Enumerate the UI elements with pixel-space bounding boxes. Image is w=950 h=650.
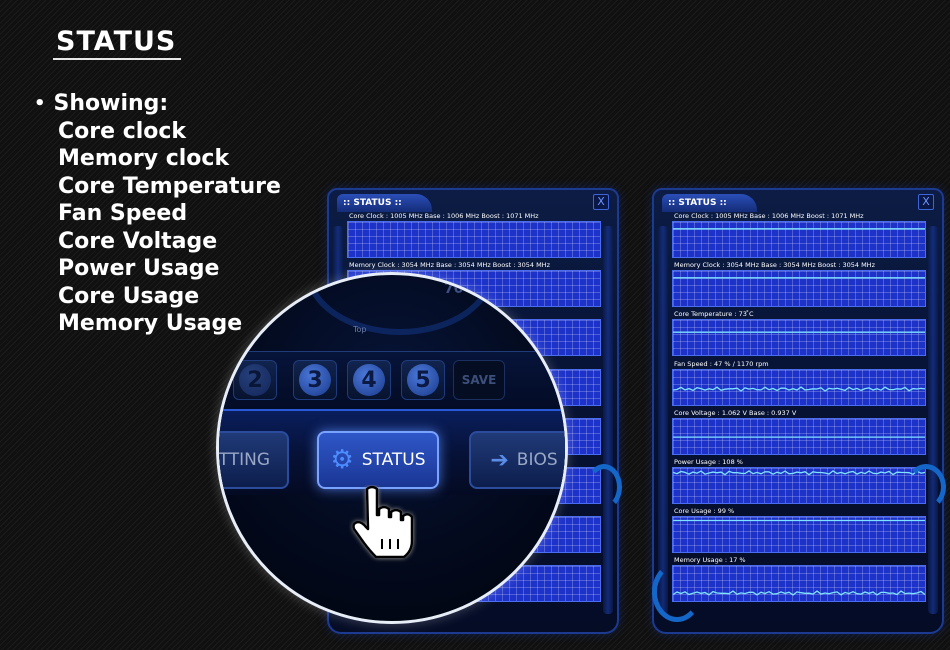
- feature-intro: • Showing:: [34, 90, 281, 118]
- slide-heading: STATUS: [56, 26, 177, 57]
- close-button[interactable]: X: [593, 194, 609, 210]
- save-button[interactable]: SAVE: [453, 360, 505, 400]
- arrow-right-icon: ➔: [490, 447, 509, 473]
- feature-intro-label: Showing:: [53, 91, 169, 116]
- status-window-right: :: STATUS :: X Core Clock : 1005 MHz Bas…: [652, 188, 944, 634]
- profile-button-5[interactable]: 5: [401, 360, 445, 400]
- profile-button-label: 5: [407, 364, 439, 396]
- gauge-dial: [305, 275, 495, 335]
- monitor-graph: Fan Speed : 47 % / 1170 rpm: [672, 360, 926, 409]
- feature-item: Memory Usage: [58, 311, 243, 336]
- graph-label: Core Temperature : 73 ̊C: [674, 310, 754, 319]
- profile-button-4[interactable]: 4: [347, 360, 391, 400]
- graph-plot: [347, 221, 601, 258]
- feature-item: Core clock: [58, 118, 187, 144]
- feature-item: Core Usage: [58, 283, 200, 309]
- graph-label: Core Clock : 1005 MHz Base : 1006 MHz Bo…: [674, 212, 864, 220]
- gear-icon: ⚙: [330, 445, 354, 475]
- feature-item: Memory clock: [58, 146, 230, 171]
- monitor-graph: Core Voltage : 1.062 V Base : 0.937 V: [672, 409, 926, 458]
- feature-item: Fan Speed: [58, 201, 188, 226]
- window-side-rail: [658, 226, 668, 614]
- graph-label: Memory Usage : 17 %: [674, 556, 746, 565]
- graph-label: Memory Clock : 3054 MHz Base : 3054 MHz …: [674, 261, 875, 270]
- monitor-graph: Core Clock : 1005 MHz Base : 1006 MHz Bo…: [672, 212, 926, 261]
- window-title: :: STATUS ::: [337, 194, 432, 212]
- graph-label: Core Usage : 99 %: [674, 507, 735, 516]
- window-side-rail: [603, 226, 613, 614]
- graph-line: [673, 470, 925, 476]
- feature-item: Power Usage: [58, 256, 220, 281]
- close-button[interactable]: X: [918, 194, 934, 210]
- graph-label: Fan Speed : 47 % / 1170 rpm: [674, 359, 769, 368]
- side-gauge-ring: [586, 464, 622, 510]
- graph-label: Power Usage : 108 %: [674, 457, 743, 466]
- status-button[interactable]: ⚙ STATUS: [317, 431, 439, 489]
- dial-label: Top: [353, 325, 367, 334]
- side-gauge-ring: [906, 464, 946, 510]
- feature-item: Core Voltage: [58, 228, 218, 254]
- graph-label: Core Voltage : 1.062 V Base : 0.937 V: [674, 408, 797, 417]
- window-side-rail: [928, 226, 938, 614]
- profile-button-3[interactable]: 3: [293, 360, 337, 400]
- graph-label: Core Clock : 1005 MHz Base : 1006 MHz Bo…: [349, 212, 539, 220]
- monitor-graph: Core Usage : 99 %: [672, 507, 926, 556]
- monitor-graph: Power Usage : 108 %: [672, 458, 926, 507]
- profile-button-2[interactable]: 2: [233, 360, 277, 400]
- graph-label: Memory Clock : 3054 MHz Base : 3054 MHz …: [349, 261, 550, 270]
- graph-line: [673, 590, 925, 597]
- graph-plot: [672, 565, 926, 603]
- feature-list: • Showing: Core clock Memory clock Core …: [34, 90, 281, 338]
- graph-line: [673, 385, 925, 392]
- graph-plot: [672, 368, 926, 406]
- hand-pointer-icon: [352, 485, 414, 559]
- bios-label: BIOS: [516, 450, 558, 470]
- bios-button[interactable]: ➔ BIOS: [469, 431, 565, 489]
- monitor-graph: Memory Clock : 3054 MHz Base : 3054 MHz …: [672, 261, 926, 310]
- status-label: STATUS: [361, 450, 426, 470]
- graph-plot: [672, 270, 926, 308]
- feature-item: Core Temperature: [58, 173, 281, 199]
- monitor-graph: Memory Usage : 17 %: [672, 556, 926, 605]
- graph-list: Core Clock : 1005 MHz Base : 1006 MHz Bo…: [672, 212, 926, 606]
- graph-plot: [672, 466, 926, 504]
- heading-underline: [53, 58, 181, 60]
- monitor-graph: Core Temperature : 73 ̊C: [672, 310, 926, 359]
- graph-plot: [672, 417, 926, 455]
- window-title: :: STATUS ::: [662, 194, 757, 212]
- graph-plot: [672, 319, 926, 357]
- graph-plot: [672, 221, 926, 258]
- bullet-icon: •: [34, 93, 46, 114]
- profile-button-label: 3: [299, 364, 331, 396]
- profile-button-label: 4: [353, 364, 385, 396]
- profile-button-label: 2: [239, 364, 271, 396]
- graph-plot: [672, 516, 926, 554]
- side-gauge-ring: [652, 562, 702, 622]
- monitor-graph: Core Clock : 1005 MHz Base : 1006 MHz Bo…: [347, 212, 601, 261]
- dial-value: 70: [444, 281, 464, 297]
